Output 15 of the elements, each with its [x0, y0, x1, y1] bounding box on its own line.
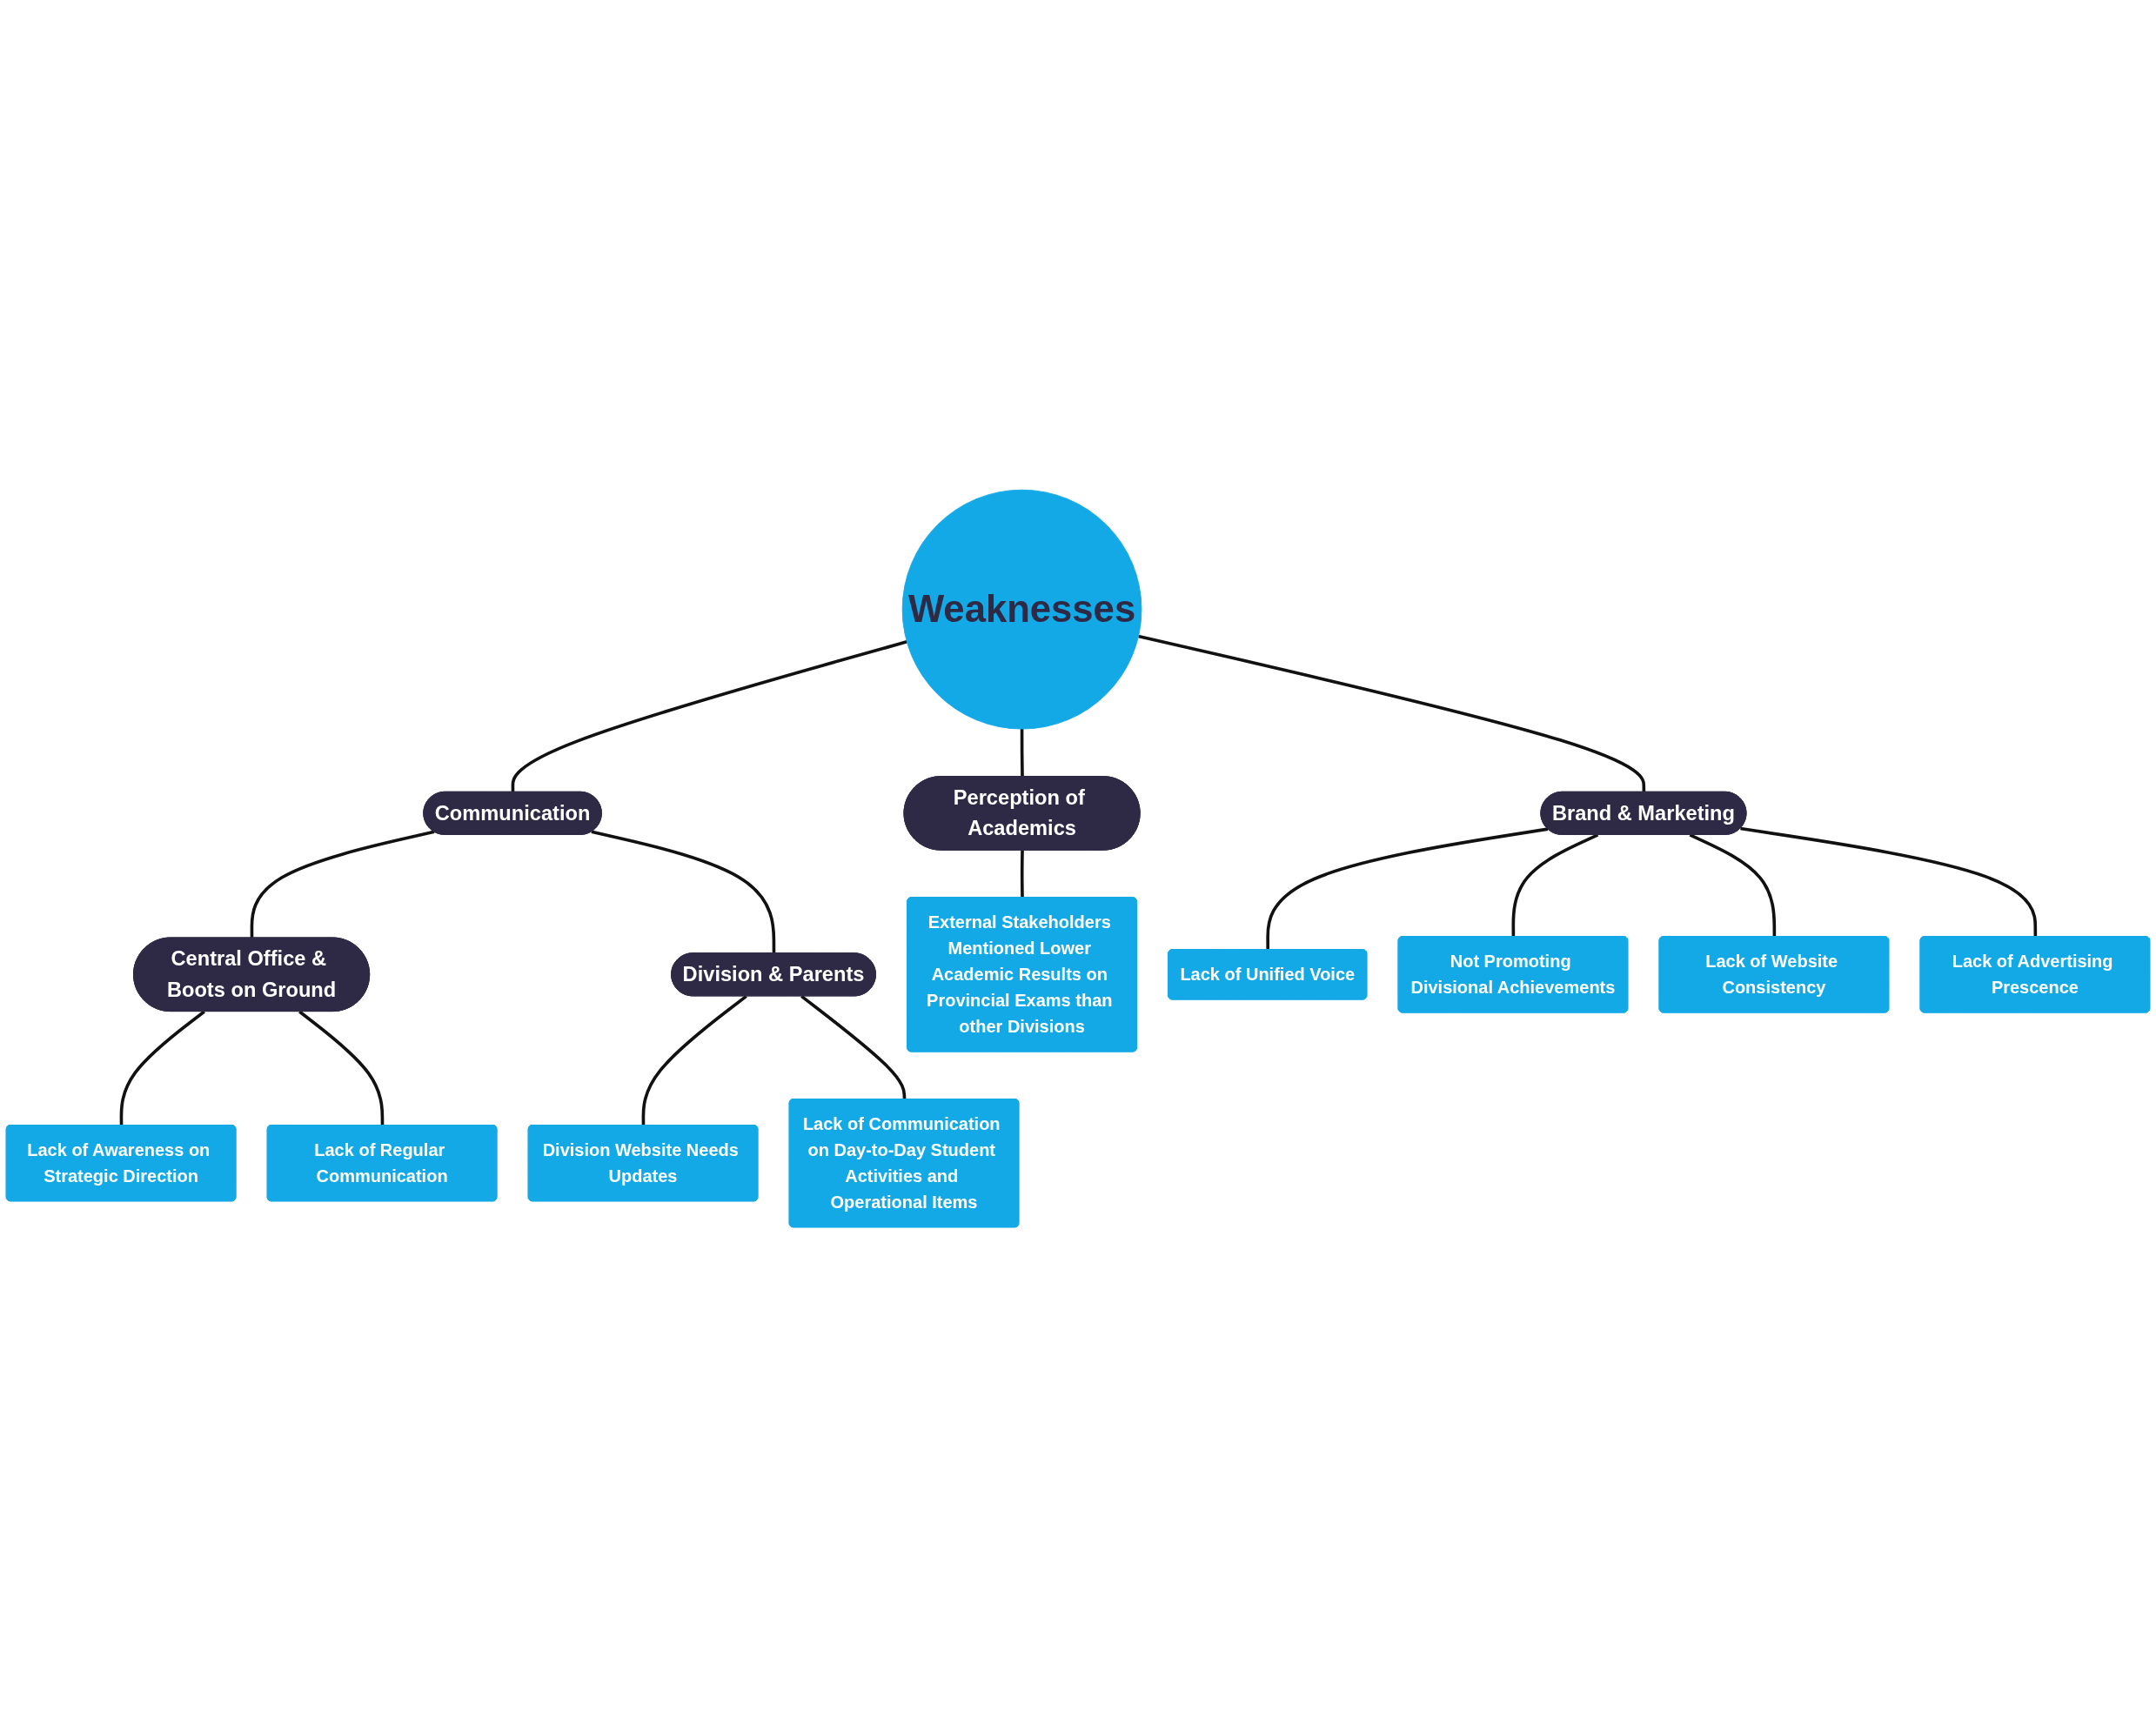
- connector: [1266, 827, 1549, 951]
- connector: [250, 830, 435, 939]
- connector: [1740, 826, 2038, 938]
- connector: [1020, 850, 1024, 899]
- connector: [511, 640, 907, 792]
- connector: [1689, 833, 1777, 938]
- node-circle: Weaknesses: [901, 489, 1142, 730]
- connector: [1511, 833, 1599, 938]
- connector: [641, 994, 747, 1126]
- connector: [1138, 634, 1646, 792]
- connector: [800, 994, 907, 1099]
- connector: [1020, 729, 1024, 778]
- connector: [298, 1010, 385, 1126]
- connector: [119, 1010, 205, 1126]
- connector: [591, 830, 776, 954]
